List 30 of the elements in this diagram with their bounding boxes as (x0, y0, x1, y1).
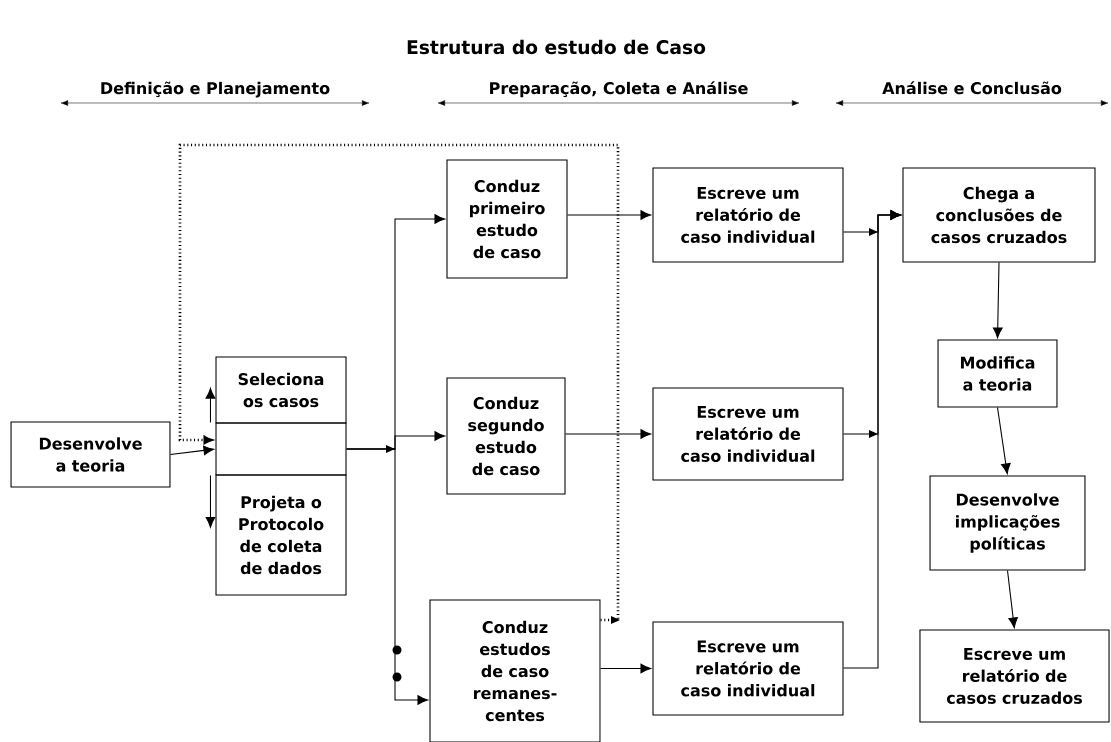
arrow (843, 210, 902, 669)
process-box: Seleciona os casos (215, 356, 347, 424)
arrow (565, 429, 652, 439)
arrow (169, 445, 215, 456)
arrow (600, 663, 652, 674)
process-box: Chega a conclusões de casos cruzados (902, 167, 1096, 263)
arrow (178, 143, 620, 624)
phase-label: Definição e Planejamento (101, 81, 330, 98)
arrow (1006, 570, 1018, 629)
process-box: Escreve um relatório de caso individual (652, 167, 844, 263)
phase-label: Preparação, Coleta e Análise (490, 81, 748, 98)
arrow (205, 475, 216, 528)
process-box: Conduz primeiro estudo de caso (446, 159, 568, 279)
process-box: Projeta o Protocolo de coleta de dados (215, 474, 347, 596)
process-box: Conduz estudos de caso remanes- centes (429, 599, 601, 742)
arrow (992, 262, 1003, 339)
empty-box (215, 422, 347, 476)
arrow (996, 406, 1011, 475)
arrow (346, 448, 429, 705)
arrow (567, 210, 652, 220)
process-box: Conduz segundo estudo de caso (446, 377, 566, 495)
process-box: Escreve um relatório de casos cruzados (919, 629, 1110, 723)
phase-label: Análise e Conclusão (882, 81, 1062, 95)
process-box: Desenvolve implicações políticas (929, 475, 1086, 571)
title: Estrutura do estudo de Caso (407, 39, 706, 55)
arrow (205, 388, 216, 423)
process-box: Modifica a teoria (937, 339, 1058, 408)
process-box: Escreve um relatório de caso individual (652, 621, 844, 716)
process-box: Escreve um relatório de caso individual (652, 387, 844, 481)
process-box: Desenvolve a teoria (10, 421, 171, 488)
